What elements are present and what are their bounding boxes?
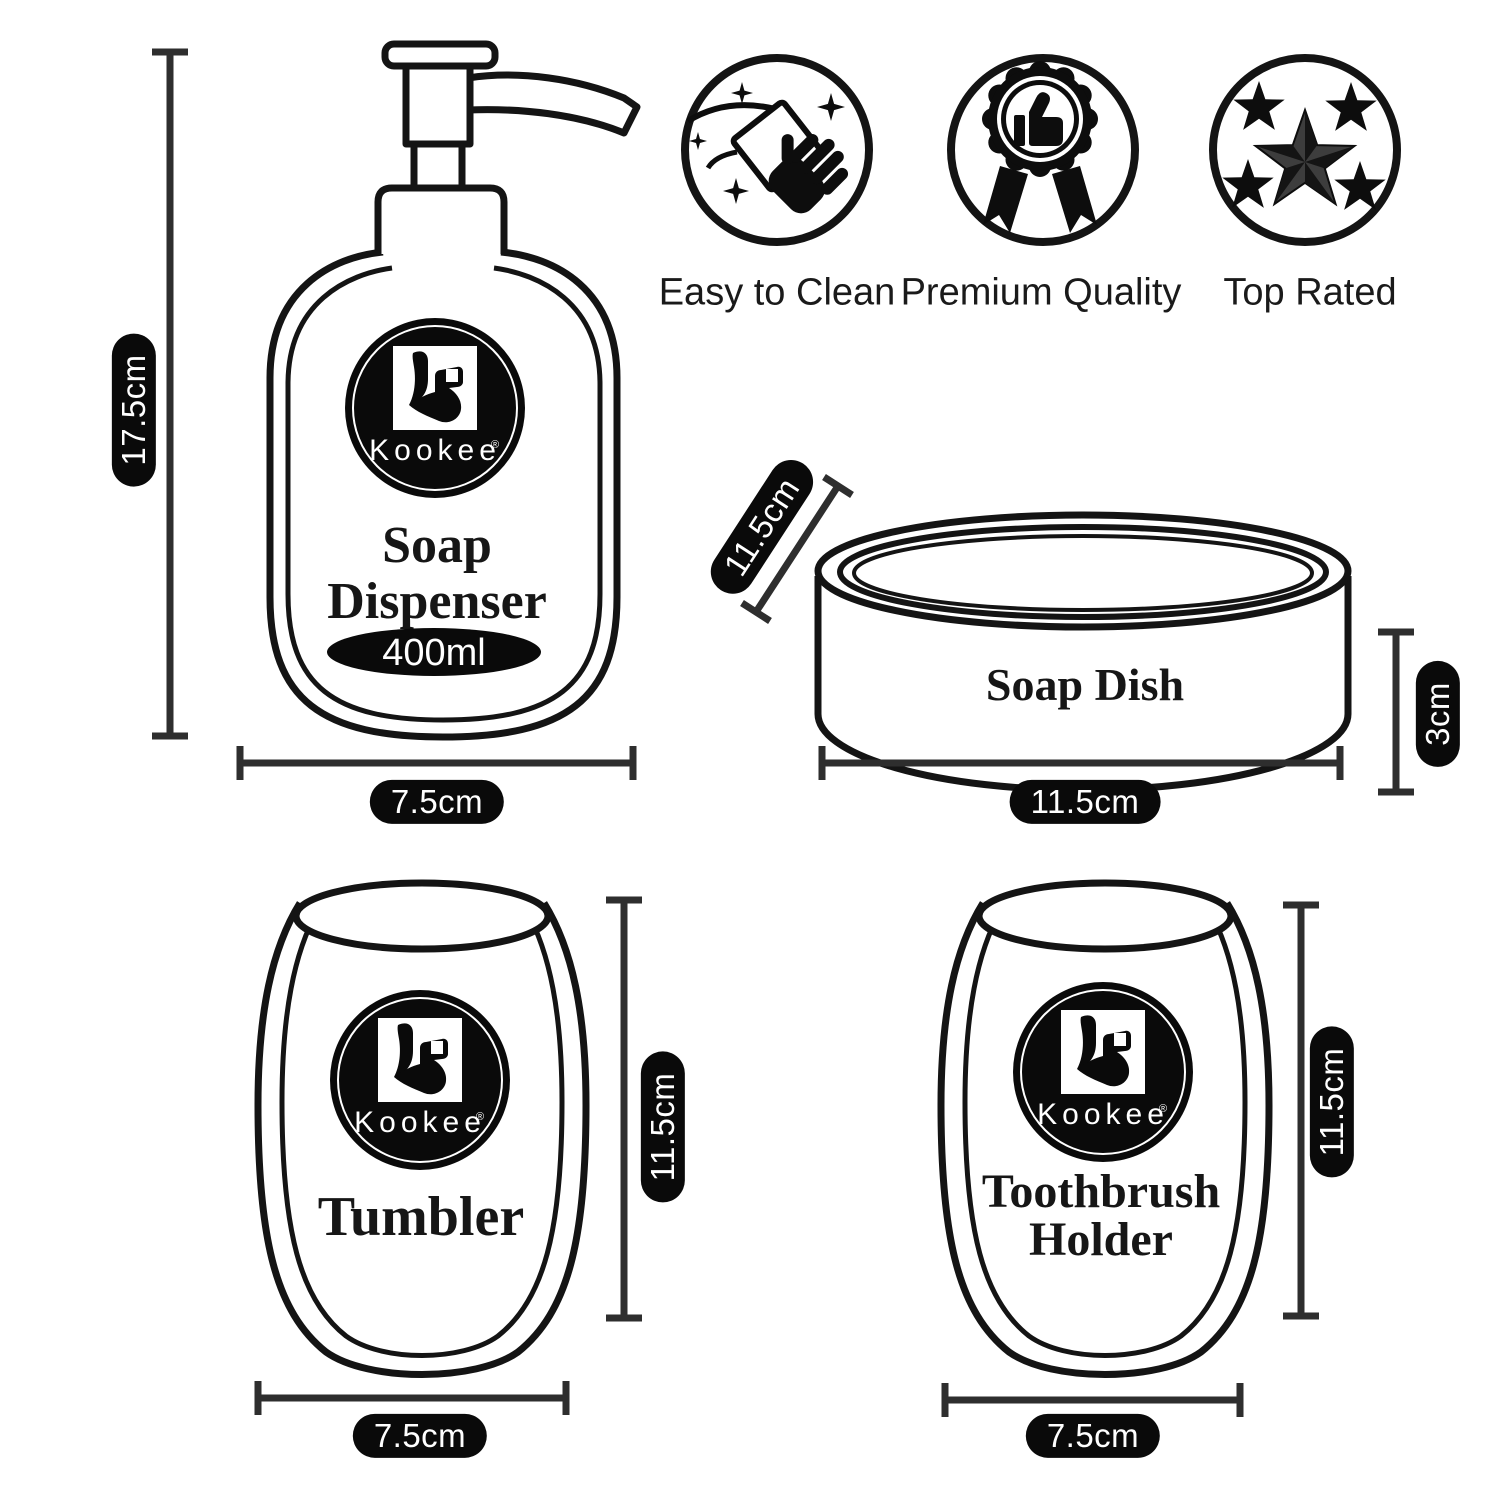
soap-dispenser-dimensions <box>152 48 637 780</box>
tumbler-name: Tumbler <box>318 1186 524 1248</box>
tumbler-width-pill: 7.5cm <box>352 1413 488 1459</box>
premium-quality-badge <box>947 54 1139 246</box>
pump-collar <box>374 184 508 254</box>
pump-stem <box>402 60 474 148</box>
tumbler-height-pill: 11.5cm <box>640 1051 686 1203</box>
soap-dish-dimensions <box>740 474 1414 796</box>
capacity-badge <box>327 628 541 676</box>
pump-shaft <box>410 140 466 192</box>
pump-cap <box>381 40 499 70</box>
top-rated-label: Top Rated <box>1223 271 1397 314</box>
award-ribbon-thumbs-up-icon <box>982 61 1098 233</box>
soap-dispenser-height-pill: 17.5cm <box>111 333 157 487</box>
tumbler-dimensions <box>254 896 642 1415</box>
soap-dispenser-name-line2: Dispenser <box>327 573 547 630</box>
easy-to-clean-label: Easy to Clean <box>658 271 896 314</box>
toothbrush-holder-drawing: Toothbrush Holder <box>941 883 1269 1375</box>
toothbrush-holder-logo <box>1012 981 1194 1163</box>
toothbrush-holder-height-pill: 11.5cm <box>1309 1026 1355 1178</box>
toothbrush-holder-name-line2: Holder <box>1029 1213 1173 1266</box>
top-rated-badge <box>1209 54 1401 246</box>
capacity-text: 400ml <box>382 632 486 674</box>
bottle-inner <box>285 265 603 723</box>
hand-sparkle-icon <box>686 82 849 214</box>
dish-rim-inner1 <box>837 524 1329 620</box>
feature-badges <box>681 54 1401 246</box>
soap-dispenser-drawing: Soap Dispenser 400ml <box>266 40 641 741</box>
soap-dish-height-pill: 3cm <box>1415 661 1461 767</box>
soap-dish-drawing: Soap Dish <box>814 511 1352 794</box>
dish-rim-inner2 <box>852 534 1314 612</box>
soap-dispenser-width-pill: 7.5cm <box>369 779 505 825</box>
pump-spout <box>464 71 641 137</box>
five-stars-icon <box>1222 81 1386 210</box>
premium-quality-label: Premium Quality <box>900 271 1182 314</box>
soap-dispenser-logo <box>344 317 526 499</box>
easy-to-clean-badge <box>681 54 873 246</box>
toothbrush-holder-width-pill: 7.5cm <box>1025 1413 1161 1459</box>
toothbrush-holder-name-line1: Toothbrush <box>982 1165 1220 1218</box>
soap-dispenser-name-line1: Soap <box>382 517 492 574</box>
tumbler-drawing: Tumbler <box>258 883 586 1375</box>
soap-dish-name: Soap Dish <box>986 659 1184 710</box>
soap-dish-width-pill: 11.5cm <box>1009 779 1161 825</box>
toothbrush-holder-dimensions <box>941 901 1319 1417</box>
tumbler-logo <box>329 989 511 1171</box>
